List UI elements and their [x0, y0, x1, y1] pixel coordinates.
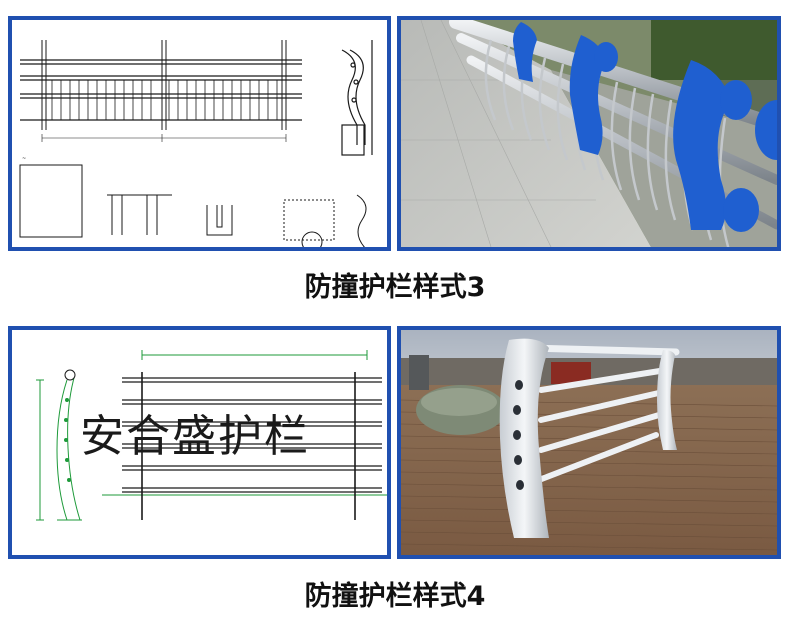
caption-style3: 防撞护栏样式3: [304, 272, 486, 303]
photo-white-guardrail-art: [401, 330, 777, 555]
watermark-text: 安合盛护栏: [80, 411, 310, 462]
photo-blue-guardrail: [397, 16, 781, 251]
cad-drawing-style4: 安合盛护栏: [8, 326, 391, 559]
photo-white-guardrail: [397, 326, 781, 559]
caption-style4: 防撞护栏样式4: [304, 581, 486, 612]
cad-drawing-style4-art: [36, 350, 387, 521]
cad-drawing-style3-art: ~: [19, 40, 373, 247]
cad-drawing-style3: ~: [8, 16, 391, 251]
svg-text:~: ~: [22, 156, 26, 162]
photo-blue-guardrail-art: [401, 20, 777, 247]
